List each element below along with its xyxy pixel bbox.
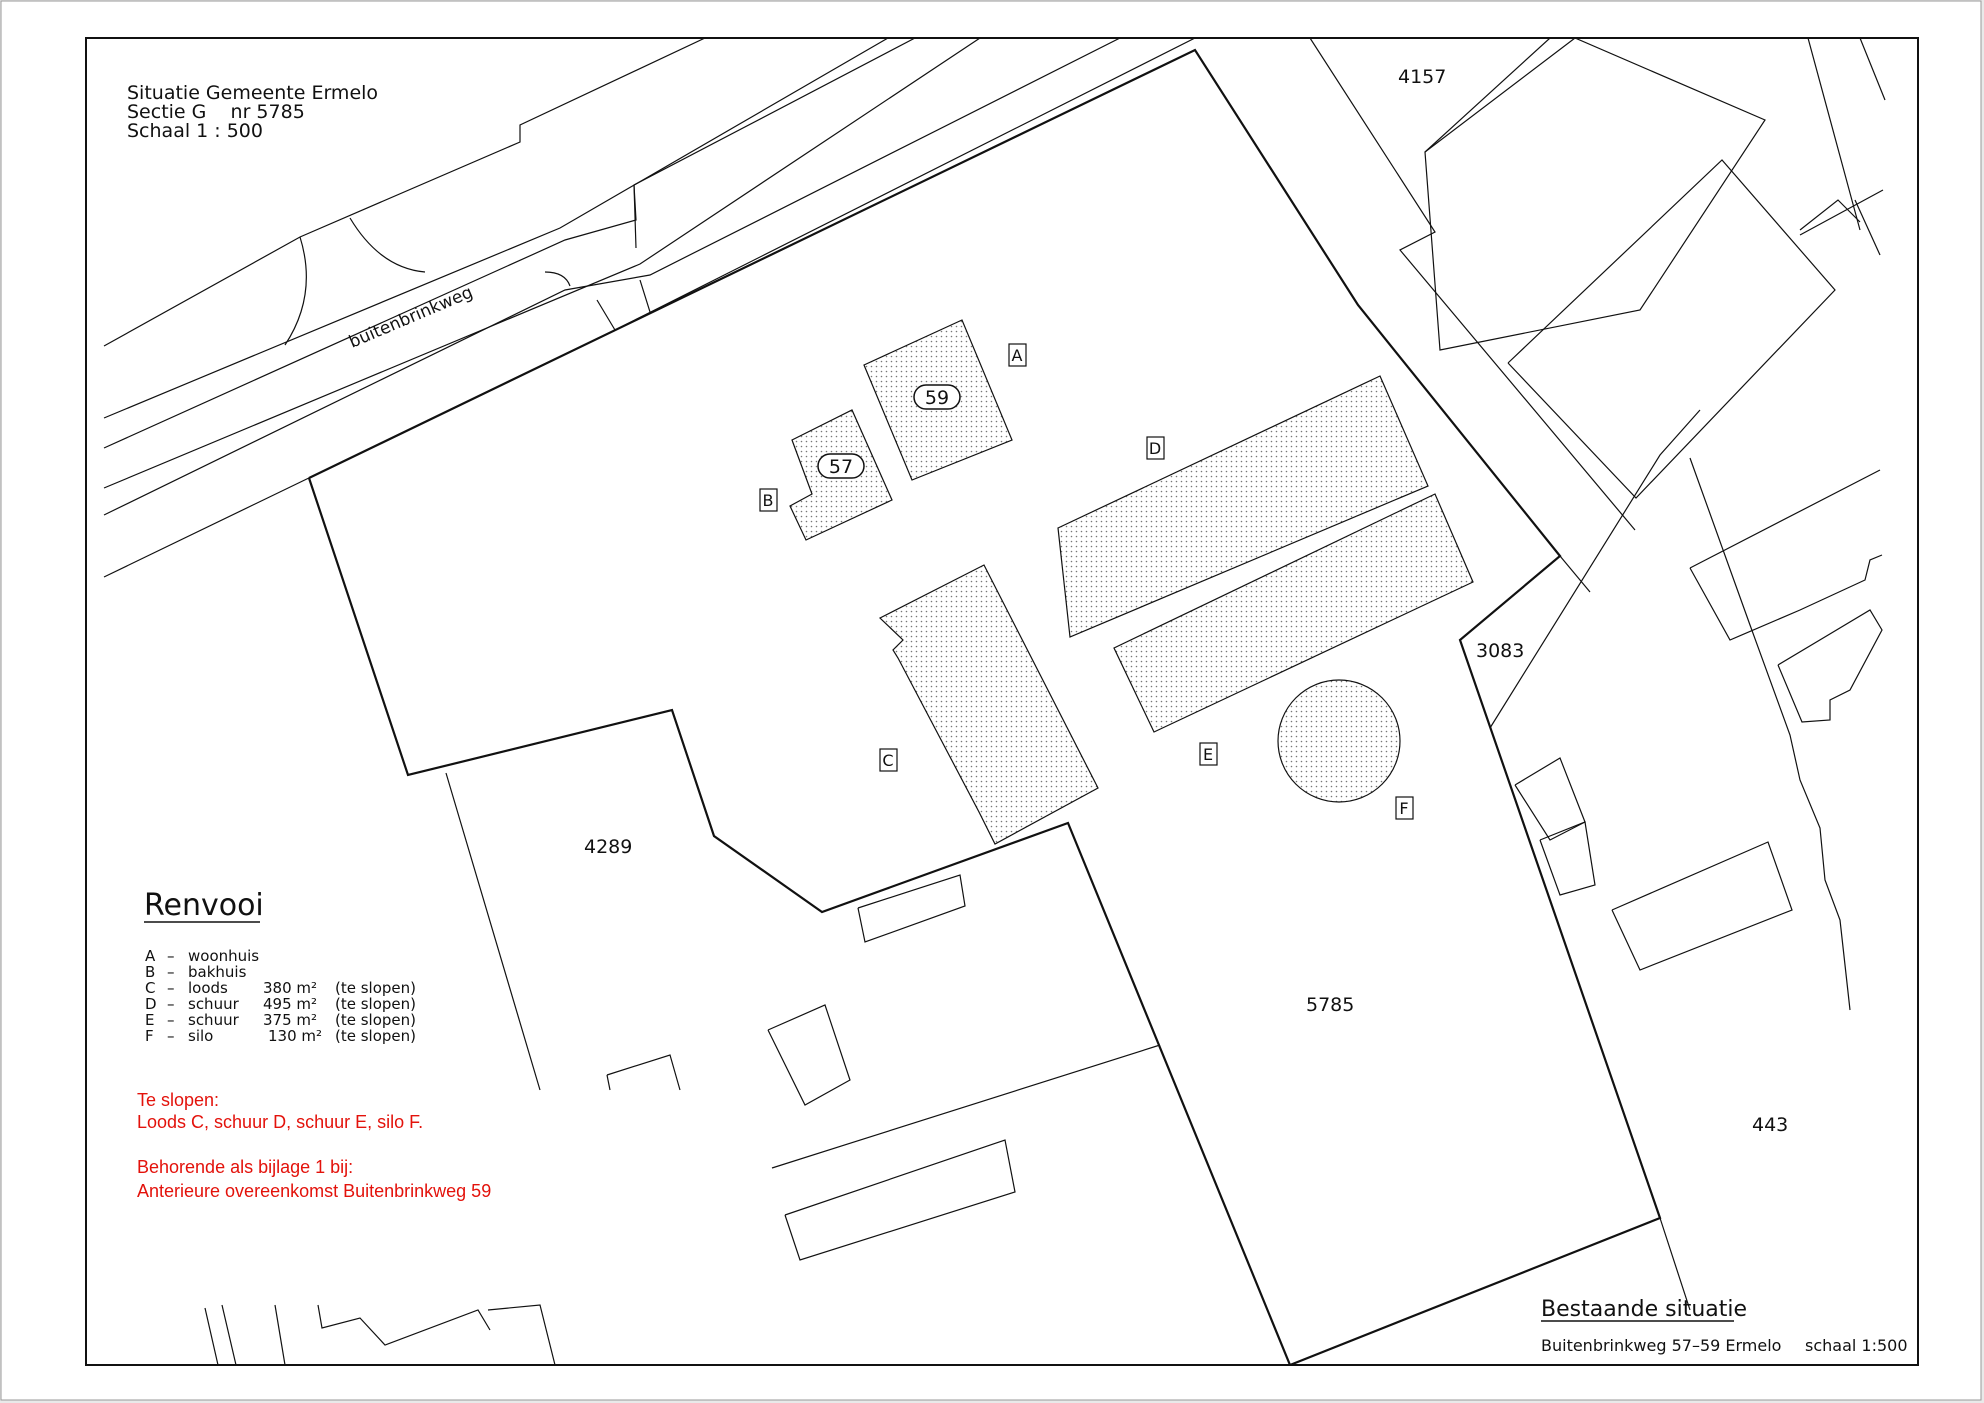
- legend-note: (te slopen): [335, 995, 416, 1013]
- legend-note: (te slopen): [335, 1011, 416, 1029]
- legend-sep: –: [167, 947, 175, 965]
- building-f-silo: [1277, 679, 1401, 803]
- legend-key: F: [145, 1027, 154, 1045]
- header-line-1: Situatie Gemeente Ermelo: [127, 82, 378, 104]
- legend-key: B: [145, 963, 155, 981]
- legend-area: 380 m²: [263, 979, 317, 997]
- house-number-59-oval: [913, 384, 961, 410]
- legend-note: (te slopen): [335, 1027, 416, 1045]
- drawing-scale: schaal 1:500: [1805, 1336, 1908, 1355]
- building-e-schuur: [1113, 493, 1474, 733]
- legend-sep: –: [167, 979, 175, 997]
- legend-name: schuur: [188, 995, 240, 1013]
- road-lines: [103, 38, 1196, 578]
- building-d-schuur: [1057, 375, 1429, 638]
- legend-name: bakhuis: [188, 963, 247, 981]
- house-number-57-oval: [817, 453, 865, 479]
- thin-parcel-lines: [445, 38, 1886, 1311]
- parcel-4157: 4157: [1398, 66, 1446, 88]
- parcel-4289: 4289: [584, 836, 632, 858]
- label-a: A: [1012, 346, 1023, 365]
- legend-name: woonhuis: [188, 947, 259, 965]
- note-line-2: Loods C, schuur D, schuur E, silo F.: [137, 1112, 423, 1132]
- label-b: B: [763, 491, 774, 510]
- note-line-3: Behorende als bijlage 1 bij:: [137, 1157, 353, 1177]
- legend-area: 130 m²: [268, 1027, 322, 1045]
- building-letter-boxes: [759, 343, 1414, 820]
- header-line-2: Sectie G nr 5785: [127, 101, 305, 123]
- legend-key: C: [145, 979, 155, 997]
- legend-sep: –: [167, 995, 175, 1013]
- house-number-57: 57: [829, 456, 853, 478]
- parcel-5785: 5785: [1306, 994, 1354, 1016]
- building-c-loods: [878, 564, 1099, 845]
- legend-key: D: [145, 995, 157, 1013]
- label-e: E: [1203, 745, 1213, 764]
- surrounding-buildings: [204, 38, 1884, 1365]
- note-line-1: Te slopen:: [137, 1090, 219, 1110]
- legend-area: 495 m²: [263, 995, 317, 1013]
- label-f: F: [1399, 799, 1408, 818]
- legend-name: schuur: [188, 1011, 240, 1029]
- legend-sep: –: [167, 1011, 175, 1029]
- legend-key: E: [145, 1011, 154, 1029]
- house-number-59: 59: [925, 387, 949, 409]
- drawing-title: Bestaande situatie: [1541, 1297, 1747, 1322]
- drawing-address: Buitenbrinkweg 57–59 Ermelo: [1541, 1336, 1781, 1355]
- legend-name: silo: [188, 1027, 213, 1045]
- label-d: D: [1149, 439, 1161, 458]
- label-c: C: [882, 751, 893, 770]
- note-line-4: Anterieure overeenkomst Buitenbrinkweg 5…: [137, 1181, 491, 1201]
- legend-name: loods: [188, 979, 228, 997]
- legend-title: Renvooi: [144, 888, 264, 923]
- legend-sep: –: [167, 963, 175, 981]
- legend-key: A: [145, 947, 156, 965]
- header-line-3: Schaal 1 : 500: [127, 120, 263, 142]
- legend-area: 375 m²: [263, 1011, 317, 1029]
- subject-buildings: [789, 319, 1474, 845]
- parcel-3083: 3083: [1476, 640, 1524, 662]
- legend-note: (te slopen): [335, 979, 416, 997]
- parcel-443: 443: [1752, 1114, 1788, 1136]
- legend-sep: –: [167, 1027, 175, 1045]
